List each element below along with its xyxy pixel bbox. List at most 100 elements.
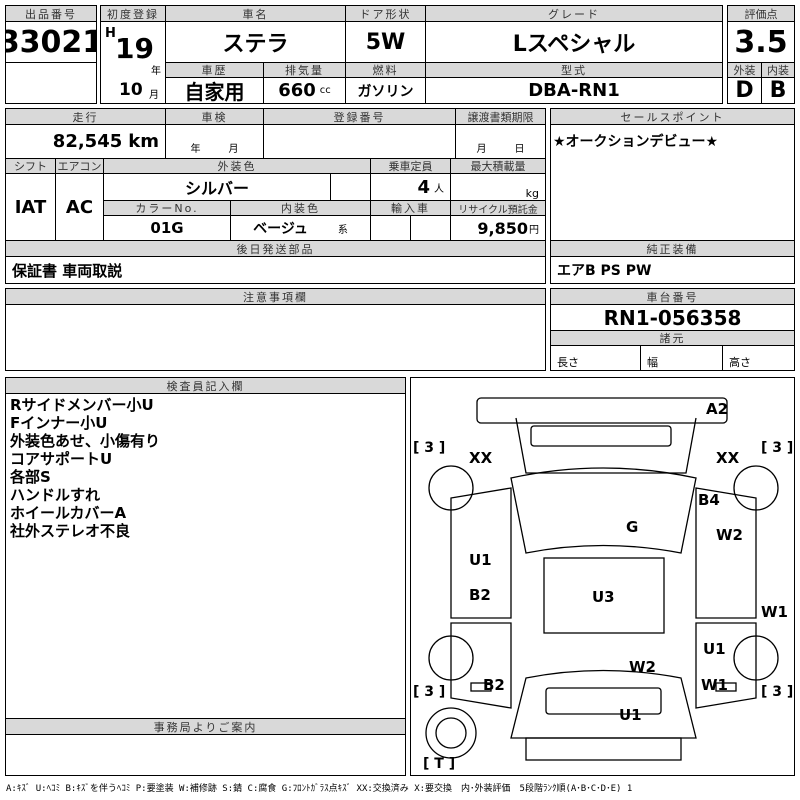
capacity-label: 乗車定員 (370, 158, 451, 174)
mileage-label: 走行 (5, 108, 166, 125)
damage-mark: B4 (698, 491, 720, 509)
history: 自家用 (165, 77, 264, 104)
lot-blank (5, 62, 97, 104)
specs-label: 諸元 (550, 330, 795, 346)
chassis-number: RN1-056358 (550, 304, 795, 331)
damage-mark: XX (716, 449, 740, 467)
damage-mark: U1 (619, 706, 642, 724)
inspector-notes: Rサイドメンバー小U Fインナー小U 外装色あせ、小傷有り コアサポートU 各部… (10, 396, 160, 540)
tr-day: 日 (514, 144, 525, 155)
reg-no-label: 登録番号 (263, 108, 456, 125)
damage-diagram: A2 XX XX B4 G W2 U1 U3 B2 W1 U1 W2 B2 W1… (410, 377, 795, 776)
recycle-label: リサイクル預託金 (450, 200, 546, 216)
int-score: B (761, 77, 795, 104)
month-unit: 月 (149, 90, 159, 101)
ext-color-blank (330, 173, 371, 201)
damage-mark: U3 (592, 588, 615, 606)
year-unit: 年 (151, 66, 161, 77)
ins-year: 年 (190, 144, 201, 155)
ext-color: シルバー (103, 173, 331, 201)
later-parts-label: 後日発送部品 (5, 240, 546, 257)
inspector-line: ホイールカバーA (10, 504, 127, 522)
inspector-line: Fインナー小U (10, 414, 108, 432)
max-load-label: 最大積載量 (450, 158, 546, 174)
ac: AC (55, 173, 104, 241)
inspector-line: ハンドルすれ (10, 486, 101, 504)
tire-rr: [ 3 ] (761, 684, 794, 700)
int-color-unit: 系 (337, 224, 348, 236)
max-load: kg (450, 173, 546, 201)
ext-color-label: 外装色 (103, 158, 371, 174)
ext-score-label: 外装 (727, 62, 762, 78)
fuel-label: 燃料 (345, 62, 426, 78)
damage-mark: W1 (701, 676, 728, 694)
inspector-line: 外装色あせ、小傷有り (10, 432, 161, 450)
damage-mark: B2 (483, 676, 505, 694)
sales-point-label: セールスポイント (550, 108, 795, 125)
first-reg-cell: H 19 年 10 月 (100, 21, 166, 104)
door-type: 5W (345, 21, 426, 63)
equipment-label: 純正装備 (550, 240, 795, 257)
color-no: 01G (103, 215, 231, 241)
damage-mark: G (626, 518, 639, 536)
era: H (105, 26, 116, 41)
car-name: ステラ (165, 21, 346, 63)
tire-fl: [ 3 ] (413, 440, 446, 456)
spare-tire: [ T ] (423, 756, 456, 772)
spec-height: 高さ (722, 345, 795, 371)
notes (5, 304, 546, 371)
legend: A:ｷｽﾞ U:ﾍｺﾐ B:ｷｽﾞを伴うﾍｺﾐ P:要塗装 W:補修跡 S:錆 … (6, 784, 633, 794)
car-name-label: 車名 (165, 5, 346, 22)
damage-mark: B2 (469, 586, 491, 604)
int-score-label: 内装 (761, 62, 795, 78)
yen-unit: 円 (529, 224, 539, 236)
reg-month: 10 (119, 80, 143, 100)
ext-score: D (727, 77, 762, 104)
int-color: ベージュ 系 (230, 215, 371, 241)
int-color-value: ベージュ (253, 221, 308, 237)
office (5, 734, 406, 776)
inspector-line: 社外ステレオ不良 (10, 522, 131, 540)
color-no-label: カラーNo. (103, 200, 231, 216)
inspection: 年月 (165, 124, 264, 159)
spec-width: 幅 (640, 345, 723, 371)
damage-mark: W1 (761, 603, 788, 621)
reg-year: 19 (115, 32, 154, 65)
lot-number: 33021 (5, 21, 97, 63)
fuel: ガソリン (345, 77, 426, 104)
capacity-value: 4 (417, 176, 430, 198)
displacement-value: 660 (278, 80, 316, 101)
notes-label: 注意事項欄 (5, 288, 546, 305)
damage-mark: U1 (469, 551, 492, 569)
inspector-line: コアサポートU (10, 450, 113, 468)
inspector-line: 各部S (10, 468, 51, 486)
recycle-value: 9,850 (477, 218, 528, 238)
ins-month: 月 (228, 144, 239, 155)
ac-label: エアコン (55, 158, 104, 174)
later-parts: 保証書 車両取説 (5, 256, 546, 284)
cc-unit: cc (319, 85, 331, 96)
damage-mark: U1 (703, 640, 726, 658)
lot-label: 出品番号 (5, 5, 97, 22)
mileage-value: 82,545 (52, 131, 123, 152)
chassis-label: 車台番号 (550, 288, 795, 305)
shift-label: シフト (5, 158, 56, 174)
inspector-line: Rサイドメンバー小U (10, 396, 154, 414)
import-b (410, 215, 451, 241)
damage-mark: XX (469, 449, 493, 467)
grade: Lスペシャル (425, 21, 723, 63)
tr-month: 月 (476, 144, 487, 155)
damage-mark: A2 (706, 400, 729, 418)
displacement-label: 排気量 (263, 62, 346, 78)
model: DBA-RN1 (425, 77, 723, 104)
import-a (370, 215, 411, 241)
damage-mark: W2 (629, 658, 656, 676)
equipment: エアB PS PW (550, 256, 795, 284)
sales-point: ★オークションデビュー★ (550, 124, 795, 241)
score: 3.5 (727, 21, 795, 63)
person-unit: 人 (434, 183, 444, 195)
shift: IAT (5, 173, 56, 241)
